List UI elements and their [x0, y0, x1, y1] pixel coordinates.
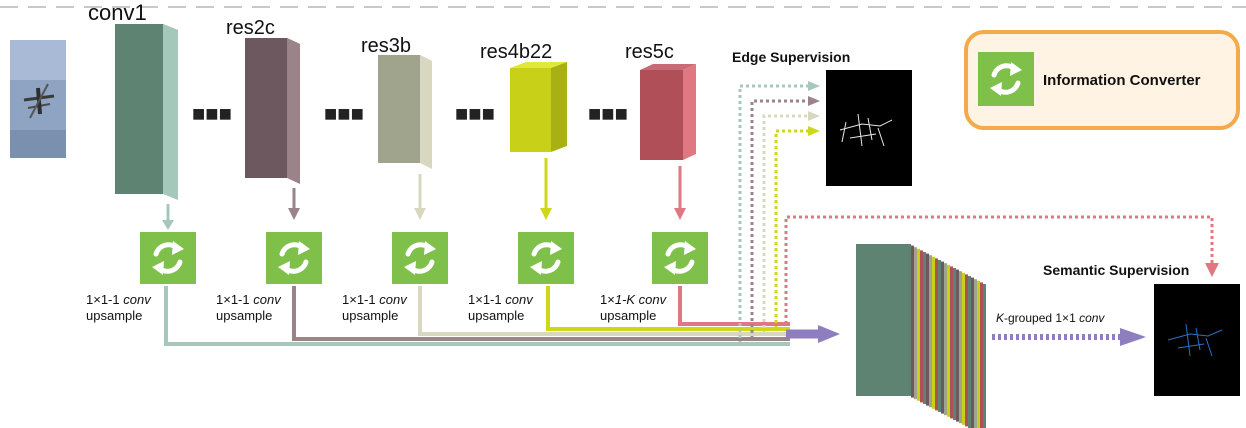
stage-label-res4b22: res4b22: [480, 41, 552, 63]
stack-slice: [977, 280, 980, 428]
stack-slice: [962, 272, 965, 425]
ellipsis-2: ■■■: [324, 101, 364, 126]
feature-block-conv1: [115, 24, 163, 194]
legend-converter-swatch: [978, 52, 1034, 106]
stack-slice: [956, 269, 959, 422]
stack-front-face: [856, 244, 908, 396]
stack-slice: [911, 245, 914, 398]
stack-slice: [971, 277, 974, 428]
stage-res3b: res3b 1×1-1 conv upsample: [342, 35, 448, 323]
conv-caption-res4b22: 1×1-1 conv: [468, 292, 534, 307]
stack-slice: [980, 282, 983, 428]
stack-slice: [935, 258, 938, 411]
converter-res2c: [266, 232, 322, 284]
stage-label-res5c: res5c: [625, 41, 674, 63]
stack-slice: [932, 256, 935, 409]
stack-slice: [938, 260, 941, 412]
semantic-map: [1154, 284, 1240, 396]
feature-block-res3b: [378, 55, 420, 163]
ellipsis-3: ■■■: [455, 101, 495, 126]
legend-box: Information Converter: [964, 30, 1240, 130]
stack-slice: [917, 248, 920, 401]
merge-arrowhead: [818, 325, 840, 343]
stage-label-res3b: res3b: [361, 35, 411, 57]
stage-label-conv1: conv1: [88, 0, 147, 25]
stack-slice: [908, 244, 911, 396]
stack-slice: [947, 264, 950, 417]
stack-slice: [953, 268, 956, 420]
semantic-supervision-title: Semantic Supervision: [1043, 262, 1189, 278]
semantic-red-arrowhead: [1205, 263, 1219, 277]
upsample-label-conv1: upsample: [86, 308, 142, 323]
stack-slice: [968, 276, 971, 428]
upsample-label-res2c: upsample: [216, 308, 272, 323]
stage-res2c: res2c 1×1-1 conv upsample: [216, 17, 322, 323]
airplane-photo: [10, 40, 66, 158]
stage-conv1: conv1 1×1-1 conv upsample: [86, 0, 196, 323]
ellipsis-4: ■■■: [588, 101, 628, 126]
semantic-red-line: [784, 215, 1214, 324]
feature-block-res5c: [640, 70, 683, 160]
converter-conv1: [140, 232, 196, 284]
stack-slice: [926, 253, 929, 406]
stage-res5c: res5c 1×1-K conv upsample: [600, 41, 708, 323]
stack-slice: [950, 266, 953, 419]
k-grouped-arrowhead: [1120, 328, 1146, 346]
stack-slice: [959, 271, 962, 424]
upsample-label-res5c: upsample: [600, 308, 656, 323]
k-grouped-conv-label: K-grouped 1×1 conv: [996, 311, 1105, 325]
edge-supervision-title: Edge Supervision: [732, 49, 850, 65]
upsample-label-res3b: upsample: [342, 308, 398, 323]
feature-block-res2c: [245, 38, 287, 178]
stack-slice: [965, 274, 968, 427]
stack-slice: [914, 247, 917, 400]
stage-label-res2c: res2c: [226, 17, 275, 39]
edge-arrowheads: [808, 81, 820, 136]
upsample-label-res4b22: upsample: [468, 308, 524, 323]
edge-map: [826, 70, 912, 186]
stack-slice: [974, 279, 977, 428]
edge-supervision-lines: [738, 84, 810, 344]
stack-slice: [983, 284, 986, 428]
stack-slice: [923, 252, 926, 404]
concatenated-feature-stack: [856, 244, 986, 428]
converter-res4b22: [518, 232, 574, 284]
stack-slice: [941, 261, 944, 414]
legend-label: Information Converter: [1043, 72, 1201, 89]
conv-caption-res5c: 1×1-K conv: [600, 292, 668, 307]
converter-res3b: [392, 232, 448, 284]
stack-slice: [929, 255, 932, 408]
conv-caption-conv1: 1×1-1 conv: [86, 292, 152, 307]
stage-res4b22: res4b22 1×1-1 conv upsample: [468, 41, 574, 323]
conv-caption-res3b: 1×1-1 conv: [342, 292, 408, 307]
feature-block-res4b22: [510, 68, 551, 152]
stack-slice: [944, 263, 947, 416]
ellipsis-1: ■■■: [192, 101, 232, 126]
conv-caption-res2c: 1×1-1 conv: [216, 292, 282, 307]
stack-slice: [920, 250, 923, 403]
converter-res5c: [652, 232, 708, 284]
